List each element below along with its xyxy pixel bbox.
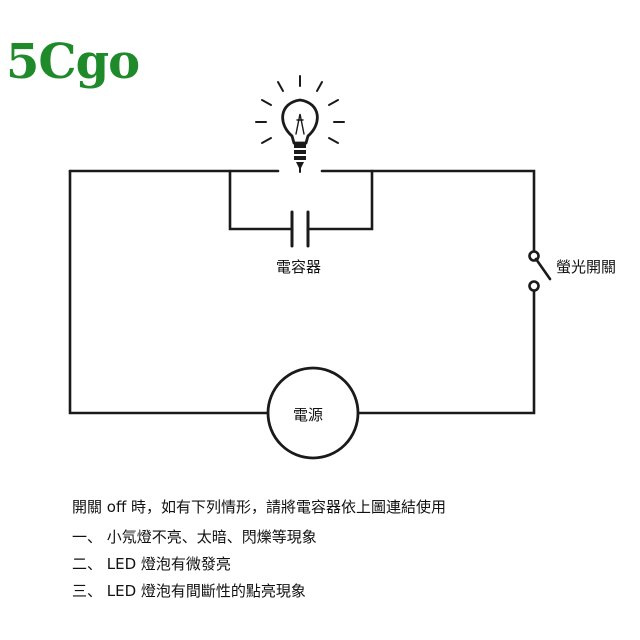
wire-left-top — [68, 169, 536, 252]
wire-left-side — [68, 169, 270, 415]
instruction-notes: 開關 off 時，如有下列情形，請將電容器依上圖連結使用 一、 小氖燈不亮、太暗… — [72, 497, 446, 608]
note-item: 三、 LED 燈泡有間斷性的點亮現象 — [72, 582, 306, 600]
switch-lever — [534, 257, 552, 281]
switch-label: 螢光開關 — [556, 258, 617, 276]
note-item: 一、 小氖燈不亮、太暗、閃爍等現象 — [72, 528, 317, 546]
switch-contact-bottom — [528, 280, 540, 292]
light-bulb-icon — [281, 98, 319, 173]
note-item: 二、 LED 燈泡有微發亮 — [72, 555, 231, 573]
power-label: 電源 — [293, 406, 324, 424]
wire-right-bottom — [356, 288, 536, 415]
capacitor-label: 電容器 — [276, 258, 322, 276]
notes-heading: 開關 off 時，如有下列情形，請將電容器依上圖連結使用 — [72, 498, 447, 516]
power-source-circle — [266, 366, 360, 460]
capacitor-branch-wire — [228, 169, 374, 231]
light-rays — [255, 75, 345, 144]
brand-logo: 5Cgo — [6, 34, 140, 90]
